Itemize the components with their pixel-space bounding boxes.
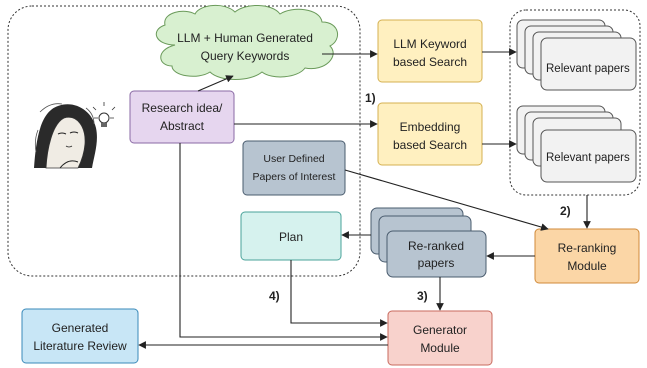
step-label-1: 1) (365, 91, 376, 105)
reranked-papers-stack: Re-ranked papers (370, 207, 487, 278)
research-idea-line-2: Abstract (160, 119, 205, 133)
researcher-illustration (22, 100, 112, 169)
keyword-search-line-2: based Search (393, 55, 467, 69)
generator-module-line-2: Module (420, 341, 460, 355)
user-papers-box: User Defined Papers of Interest (242, 140, 346, 196)
query-keywords-line-2: Query Keywords (201, 49, 290, 63)
retrieval-dashed-group (509, 9, 641, 196)
embedding-search-line-1: Embedding (400, 120, 461, 134)
keyword-search-box: LLM Keyword based Search (377, 19, 483, 83)
plan-label: Plan (279, 230, 303, 244)
query-keywords-cloud: LLM + Human Generated Query Keywords (155, 5, 338, 80)
research-idea-line-1: Research idea/ (142, 101, 223, 115)
lightbulb-icon (92, 102, 116, 127)
literature-review-line-2: Literature Review (33, 339, 127, 353)
query-keywords-line-1: LLM + Human Generated (177, 31, 313, 45)
reranked-papers-line-2: papers (418, 256, 455, 270)
literature-review-box: Generated Literature Review (21, 308, 139, 364)
keyword-search-line-1: LLM Keyword (393, 37, 466, 51)
relevant-papers-bottom-label: Relevant papers (546, 152, 630, 164)
step-label-4: 4) (269, 289, 280, 303)
relevant-papers-stack-top: Relevant papers (516, 19, 637, 91)
arrow-plan-to-generator (290, 260, 388, 327)
reranking-module-box: Re-ranking Module (534, 228, 640, 284)
relevant-papers-top-label: Relevant papers (546, 63, 630, 75)
step-label-3: 3) (417, 289, 428, 303)
main-dashed-group (7, 5, 361, 277)
embedding-search-box: Embedding based Search (377, 102, 483, 166)
user-papers-line-2: Papers of Interest (253, 171, 336, 183)
arrow-idea-to-generator (179, 143, 388, 341)
plan-box: Plan (240, 211, 342, 261)
arrow-idea-to-cloud (197, 75, 234, 92)
generator-module-box: Generator Module (387, 310, 493, 366)
arrow-user-papers-to-reranking (344, 169, 549, 231)
step-label-2: 2) (560, 204, 571, 218)
embedding-search-line-2: based Search (393, 138, 467, 152)
literature-review-line-1: Generated (52, 321, 109, 335)
research-idea-box: Research idea/ Abstract (129, 90, 235, 144)
reranking-module-line-2: Module (567, 259, 607, 273)
user-papers-line-1: User Defined (263, 153, 324, 165)
generator-module-line-1: Generator (413, 323, 467, 337)
reranked-papers-line-1: Re-ranked (408, 239, 464, 253)
relevant-papers-stack-bottom: Relevant papers (516, 105, 637, 183)
reranking-module-line-1: Re-ranking (558, 241, 617, 255)
connectors (138, 48, 591, 349)
